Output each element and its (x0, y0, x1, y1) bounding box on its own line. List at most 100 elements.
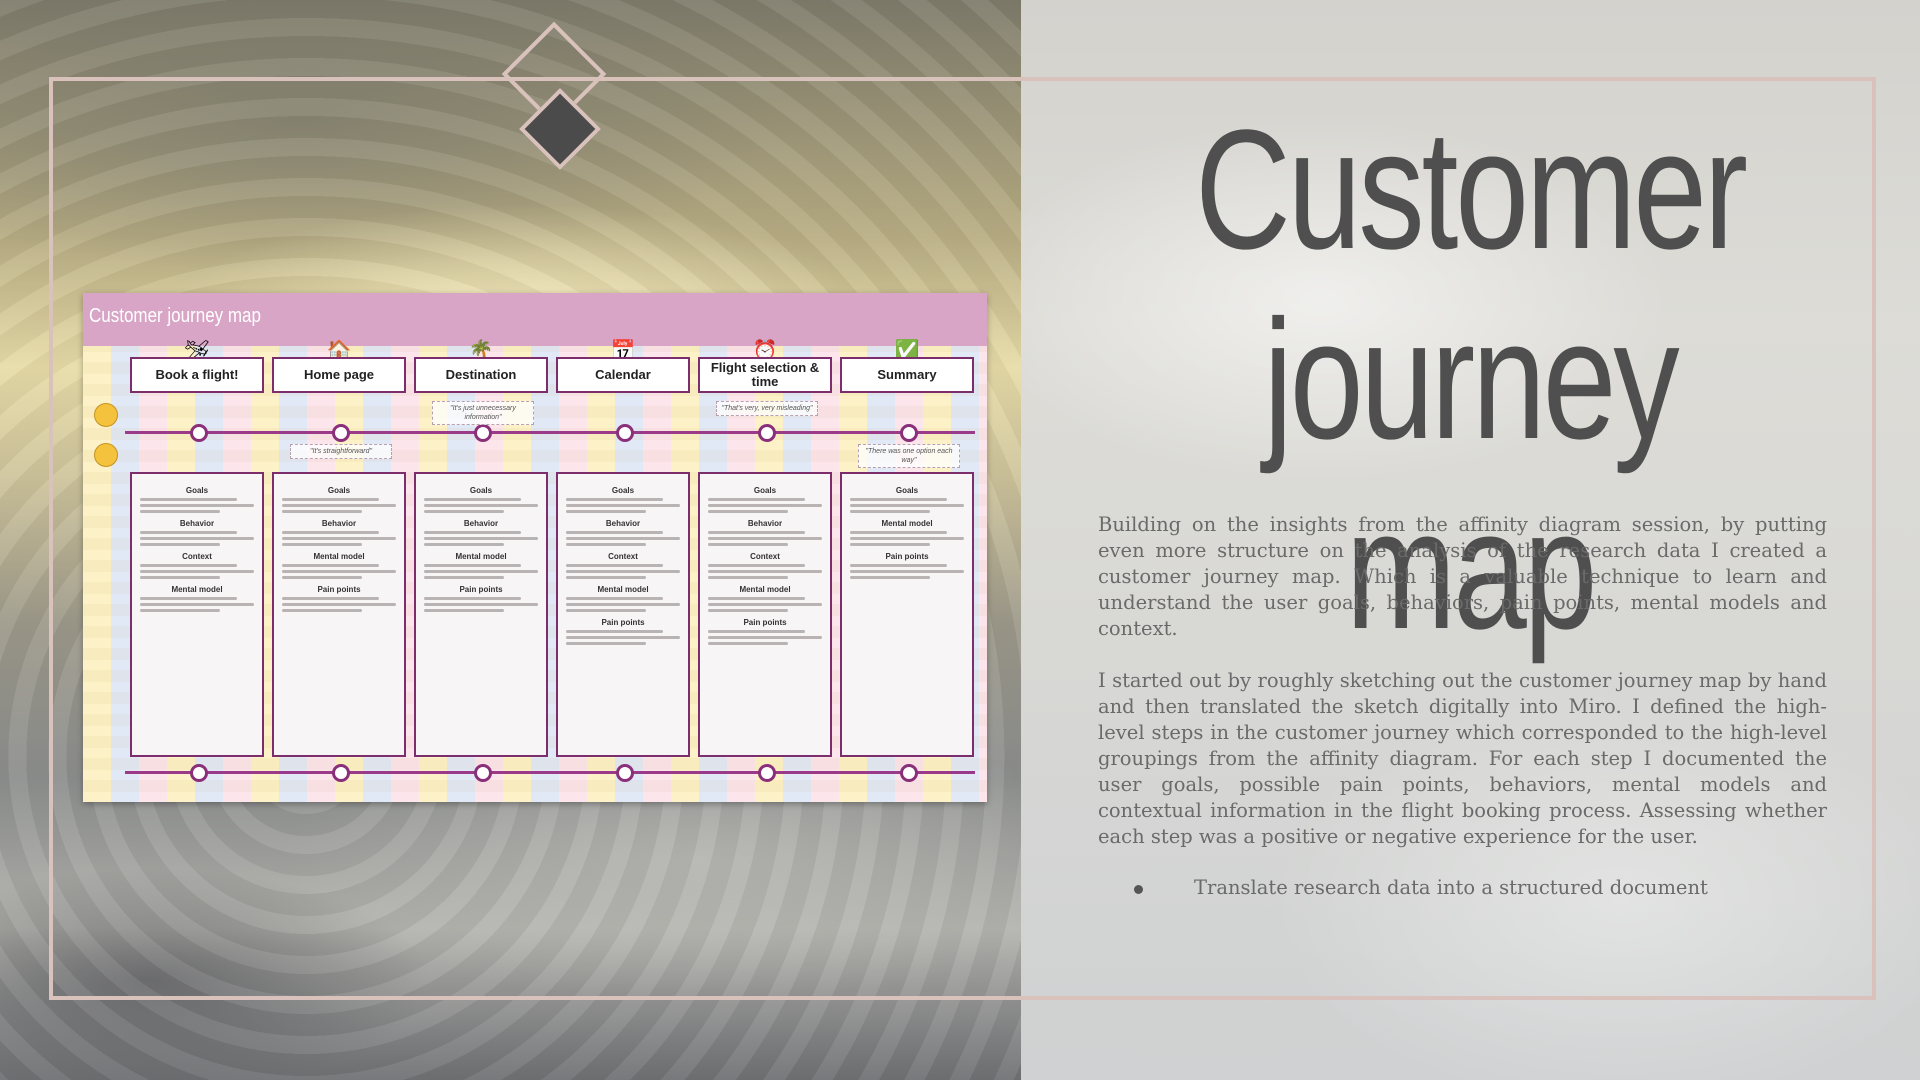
airplane-icon: 🛩 (184, 340, 210, 362)
text-line (140, 570, 254, 573)
section-heading: Pain points (743, 618, 787, 627)
text-line (566, 537, 680, 540)
text-line (850, 510, 930, 513)
title-line-2: journey map (1263, 285, 1679, 665)
text-line (424, 537, 538, 540)
section-heading: Context (608, 552, 638, 561)
text-line (140, 609, 220, 612)
section-heading: Goals (753, 486, 777, 495)
journey-node-top (190, 424, 208, 442)
paragraph-1: Building on the insights from the affini… (1098, 513, 1827, 640)
text-line (566, 543, 646, 546)
journey-node-bottom (758, 764, 776, 782)
text-line (566, 570, 680, 573)
text-line (140, 576, 220, 579)
journey-node-bottom (332, 764, 350, 782)
text-line (708, 603, 822, 606)
step-header: Flight selection & time (698, 357, 832, 393)
step-header: Summary (840, 357, 974, 393)
step-header: Book a flight! (130, 357, 264, 393)
section-heading: Goals (895, 486, 919, 495)
text-line (140, 510, 220, 513)
house-icon: 🏠 (326, 340, 352, 362)
text-line (850, 498, 947, 501)
section-heading: Behavior (463, 519, 499, 528)
text-line (850, 576, 930, 579)
journey-node-top (758, 424, 776, 442)
section-heading: Goals (327, 486, 351, 495)
section-heading: Mental model (881, 519, 933, 528)
text-line (282, 603, 396, 606)
text-line (566, 597, 663, 600)
text-line (708, 564, 805, 567)
text-line (140, 597, 237, 600)
journey-node-bottom (190, 764, 208, 782)
bullet-text: Translate research data into a structure… (1194, 876, 1708, 899)
text-line (708, 504, 822, 507)
text-line (566, 642, 646, 645)
section-heading: Mental model (739, 585, 791, 594)
clock-icon: ⏰ (752, 340, 778, 362)
user-quote: "It's straightforward" (290, 444, 392, 459)
text-line (282, 543, 362, 546)
text-line (566, 564, 663, 567)
text-line (282, 570, 396, 573)
text-line (566, 609, 646, 612)
journey-track-top (125, 431, 975, 434)
text-line (424, 603, 538, 606)
text-line (566, 504, 680, 507)
text-line (282, 537, 396, 540)
title-line-1: Customer (1195, 95, 1748, 285)
text-line (708, 537, 822, 540)
text-line (424, 597, 521, 600)
section-heading: Pain points (885, 552, 929, 561)
sky-background-right (1021, 0, 1920, 1080)
step-header: Destination (414, 357, 548, 393)
section-heading: Goals (469, 486, 493, 495)
text-line (708, 576, 788, 579)
journey-node-top (616, 424, 634, 442)
journey-node-bottom (900, 764, 918, 782)
text-line (708, 609, 788, 612)
text-line (282, 498, 379, 501)
journey-node-top (332, 424, 350, 442)
calendar-icon: 📅 (610, 340, 636, 362)
section-heading: Behavior (179, 519, 215, 528)
text-line (566, 603, 680, 606)
text-line (708, 642, 788, 645)
text-line (850, 531, 947, 534)
journey-node-bottom (474, 764, 492, 782)
bullet-list: Translate research data into a structure… (1130, 876, 1708, 899)
section-heading: Goals (611, 486, 635, 495)
text-line (850, 543, 930, 546)
text-line (424, 531, 521, 534)
bullet-dot-icon (1134, 885, 1143, 894)
text-line (424, 510, 504, 513)
section-heading: Behavior (747, 519, 783, 528)
text-line (282, 597, 379, 600)
checkmark-icon: ✅ (894, 340, 920, 362)
user-quote: "There was one option each way" (858, 444, 960, 468)
step-header: Home page (272, 357, 406, 393)
text-line (424, 543, 504, 546)
section-heading: Behavior (321, 519, 357, 528)
journey-map-header-text: Customer journey map (89, 305, 261, 327)
text-line (708, 630, 805, 633)
happy-face-icon (94, 403, 118, 427)
text-line (566, 636, 680, 639)
journey-map-header: Customer journey map (83, 293, 987, 346)
section-heading: Mental model (455, 552, 507, 561)
text-line (140, 543, 220, 546)
paragraph-2: I started out by roughly sketching out t… (1098, 669, 1827, 848)
text-line (140, 603, 254, 606)
text-line (566, 576, 646, 579)
text-line (140, 564, 237, 567)
section-heading: Pain points (459, 585, 503, 594)
text-line (850, 564, 947, 567)
